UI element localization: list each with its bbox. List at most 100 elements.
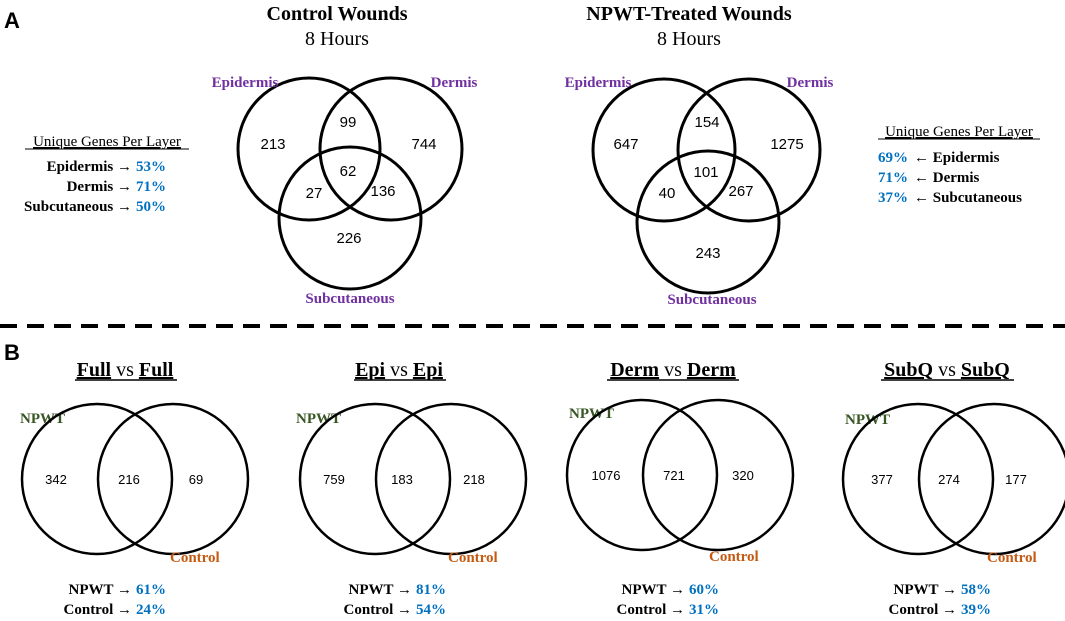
- control-only-count: 177: [1005, 472, 1027, 487]
- npwt-epidermis-circle: [591, 77, 737, 223]
- control-pct-row: Control →: [64, 602, 132, 618]
- npwt-count-epi-derm: 154: [694, 114, 719, 131]
- npwt-pct-row: NPWT →: [622, 582, 685, 598]
- control-dermis-circle: [318, 76, 464, 222]
- panel-a-letter: A: [4, 8, 20, 33]
- comparison-title: SubQ vs SubQ: [884, 359, 1010, 381]
- control-label: Control: [448, 550, 498, 566]
- control-circle: [374, 402, 528, 556]
- control-pct: 24%: [136, 602, 166, 618]
- npwt-dermis-label: Dermis: [787, 75, 834, 91]
- left-unique-genes: Unique Genes Per Layer Epidermis → 53% D…: [24, 134, 189, 215]
- npwt-subcutaneous-label: Subcutaneous: [667, 292, 756, 308]
- control-count-derm-only: 744: [411, 136, 436, 153]
- right-unique-pct: 71%: [878, 170, 908, 186]
- control-dermis-label: Dermis: [431, 75, 478, 91]
- npwt-label: NPWT: [20, 411, 65, 427]
- control-only-count: 218: [463, 472, 485, 487]
- npwt-pct-row: NPWT →: [69, 582, 132, 598]
- control-epidermis-circle: [236, 76, 382, 222]
- left-unique-pct: 71%: [136, 179, 166, 195]
- control-pct: 39%: [961, 602, 991, 618]
- comparison-subq: SubQ vs SubQ NPWT 377 274 177 Control NP…: [841, 359, 1065, 618]
- npwt-venn: Epidermis Dermis Subcutaneous 647 154 12…: [565, 75, 834, 308]
- left-unique-row: Epidermis →: [47, 159, 132, 175]
- right-unique-genes: Unique Genes Per Layer 69% ← Epidermis 7…: [878, 124, 1040, 206]
- control-count-all: 62: [340, 163, 357, 180]
- npwt-title: NPWT-Treated Wounds: [586, 3, 792, 25]
- npwt-label: NPWT: [296, 411, 341, 427]
- npwt-count-epi-only: 647: [613, 136, 638, 153]
- comparison-derm: Derm vs Derm NPWT 1076 721 320 Control N…: [565, 359, 795, 618]
- npwt-circle: [20, 402, 174, 556]
- control-label: Control: [170, 550, 220, 566]
- control-label: Control: [987, 550, 1037, 566]
- left-unique-pct: 53%: [136, 159, 166, 175]
- npwt-count-all: 101: [693, 164, 718, 181]
- control-title: Control Wounds: [267, 3, 408, 25]
- left-unique-heading: Unique Genes Per Layer: [33, 134, 181, 150]
- control-circle: [641, 398, 795, 552]
- npwt-pct: 60%: [689, 582, 719, 598]
- control-count-derm-subq: 136: [370, 183, 395, 200]
- comparison-title: Derm vs Derm: [610, 359, 736, 381]
- npwt-only-count: 1076: [592, 468, 621, 483]
- npwt-pct: 58%: [961, 582, 991, 598]
- right-unique-row: ← Epidermis: [914, 150, 1000, 166]
- control-count-subq-only: 226: [336, 230, 361, 247]
- left-unique-row: Dermis →: [67, 179, 132, 195]
- right-unique-pct: 37%: [878, 190, 908, 206]
- npwt-count-epi-subq: 40: [659, 185, 676, 202]
- npwt-circle: [298, 402, 452, 556]
- control-pct-row: Control →: [344, 602, 412, 618]
- npwt-subcutaneous-circle: [635, 149, 781, 295]
- shared-count: 183: [391, 472, 413, 487]
- control-pct: 31%: [689, 602, 719, 618]
- npwt-only-count: 342: [45, 472, 67, 487]
- left-unique-row: Subcutaneous →: [24, 199, 132, 215]
- npwt-count-subq-only: 243: [695, 245, 720, 262]
- control-pct-row: Control →: [889, 602, 957, 618]
- control-venn: Epidermis Dermis Subcutaneous 213 99 744…: [212, 75, 478, 307]
- control-count-epi-subq: 27: [306, 185, 323, 202]
- right-unique-pct: 69%: [878, 150, 908, 166]
- npwt-circle: [565, 398, 719, 552]
- npwt-pct-row: NPWT →: [894, 582, 957, 598]
- npwt-label: NPWT: [845, 412, 890, 428]
- comparison-epi: Epi vs Epi NPWT 759 183 218 Control NPWT…: [296, 359, 528, 618]
- control-pct: 54%: [416, 602, 446, 618]
- left-unique-pct: 50%: [136, 199, 166, 215]
- npwt-circle: [841, 402, 995, 556]
- control-circle: [917, 402, 1065, 556]
- control-circle: [96, 402, 250, 556]
- npwt-dermis-circle: [676, 77, 822, 223]
- npwt-epidermis-label: Epidermis: [565, 75, 632, 91]
- comparison-title: Full vs Full: [77, 359, 174, 381]
- shared-count: 721: [663, 468, 685, 483]
- npwt-pct-row: NPWT →: [349, 582, 412, 598]
- npwt-only-count: 377: [871, 472, 893, 487]
- control-pct-row: Control →: [617, 602, 685, 618]
- panel-b-letter: B: [4, 340, 20, 365]
- comparison-full: Full vs Full NPWT 342 216 69 Control NPW…: [20, 359, 250, 618]
- comparison-title: Epi vs Epi: [355, 359, 443, 381]
- npwt-count-derm-only: 1275: [770, 136, 803, 153]
- npwt-subtitle: 8 Hours: [657, 28, 721, 50]
- control-label: Control: [709, 549, 759, 565]
- npwt-pct: 61%: [136, 582, 166, 598]
- control-subtitle: 8 Hours: [305, 28, 369, 50]
- right-unique-row: ← Subcutaneous: [914, 190, 1022, 206]
- shared-count: 274: [938, 472, 960, 487]
- control-only-count: 320: [732, 468, 754, 483]
- control-epidermis-label: Epidermis: [212, 75, 279, 91]
- npwt-count-derm-subq: 267: [728, 183, 753, 200]
- npwt-only-count: 759: [323, 472, 345, 487]
- shared-count: 216: [118, 472, 140, 487]
- right-unique-row: ← Dermis: [914, 170, 980, 186]
- npwt-pct: 81%: [416, 582, 446, 598]
- control-count-epi-derm: 99: [340, 114, 357, 131]
- control-count-epi-only: 213: [260, 136, 285, 153]
- control-subcutaneous-circle: [277, 145, 423, 291]
- control-only-count: 69: [189, 472, 203, 487]
